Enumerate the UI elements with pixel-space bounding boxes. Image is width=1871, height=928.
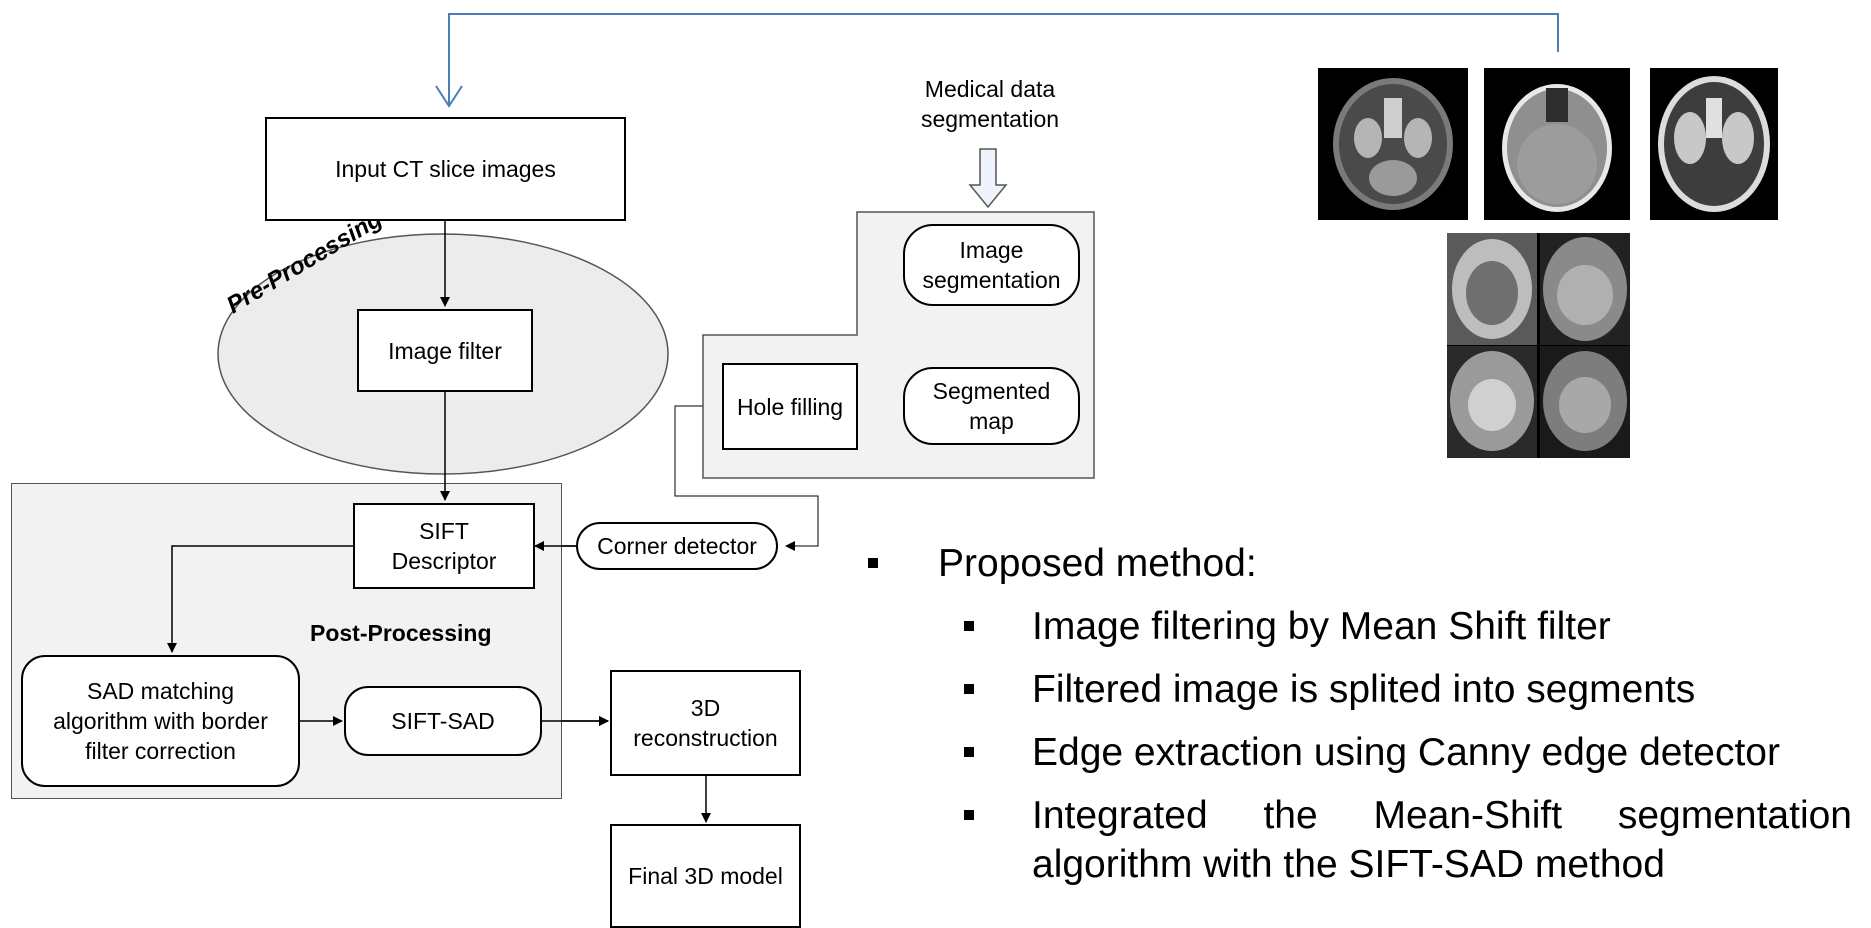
ct-image-1 — [1318, 68, 1468, 220]
image-filter-box: Image filter — [357, 309, 533, 392]
corner-detector-label: Corner detector — [597, 533, 757, 559]
feedback-arrow — [435, 13, 1559, 108]
image-segmentation-line2: segmentation — [922, 267, 1061, 293]
input-ct-box: Input CT slice images — [265, 117, 626, 221]
bullet-item-2-text: Filtered image is splited into segments — [1032, 668, 1696, 711]
hollow-down-arrow — [968, 148, 1008, 209]
bullet-square-icon — [964, 684, 974, 694]
bullet-item-3-text: Edge extraction using Canny edge detecto… — [1032, 731, 1780, 774]
sad-matching-box: SAD matching algorithm with border filte… — [21, 655, 300, 787]
image-segmentation-line1: Image — [959, 237, 1024, 263]
post-processing-label: Post-Processing — [310, 620, 492, 646]
sad-line2: algorithm with border — [53, 708, 268, 734]
segmented-map-box: Segmented map — [903, 367, 1080, 445]
bullet-item-4: Integrated the Mean-Shift segmentation a… — [868, 784, 1858, 894]
bullet-heading-row: Proposed method: — [868, 532, 1858, 595]
hole-filling-label: Hole filling — [736, 393, 844, 420]
medical-data-line1: Medical data — [924, 76, 1056, 102]
reconstruction-line1: 3D — [690, 695, 721, 721]
medical-data-label: Medical data segmentation — [880, 74, 1100, 134]
reconstruction-box: 3D reconstruction — [610, 670, 801, 776]
final-model-label: Final 3D model — [628, 863, 783, 889]
hole-filling-box: Hole filling — [722, 363, 858, 450]
sift-descriptor-line2: Descriptor — [391, 548, 497, 574]
image-filter-label: Image filter — [388, 337, 502, 364]
bullet-item-1-text: Image filtering by Mean Shift filter — [1032, 605, 1611, 648]
final-model-box: Final 3D model — [610, 824, 801, 928]
image-segmentation-box: Image segmentation — [903, 224, 1080, 306]
bullet-item-2: Filtered image is splited into segments — [868, 658, 1858, 721]
bullet-square-icon — [868, 558, 878, 568]
bullet-item-3: Edge extraction using Canny edge detecto… — [868, 721, 1858, 784]
medical-data-line2: segmentation — [920, 106, 1060, 132]
sift-descriptor-line1: SIFT — [419, 518, 469, 544]
segmented-map-line2: map — [969, 408, 1014, 434]
sift-sad-box: SIFT-SAD — [344, 686, 542, 756]
input-ct-label: Input CT slice images — [335, 156, 556, 182]
ct-image-4 — [1447, 233, 1630, 458]
bullet-item-4-line2: algorithm with the SIFT-SAD method — [1032, 843, 1665, 886]
bullet-item-4-line1: Integrated the Mean-Shift segmentation — [1032, 794, 1852, 837]
segmented-map-line1: Segmented — [932, 378, 1051, 404]
corner-detector-box: Corner detector — [576, 522, 778, 570]
bullet-square-icon — [964, 810, 974, 820]
sad-line3: filter correction — [85, 738, 236, 764]
sad-line1: SAD matching — [86, 678, 234, 704]
bullet-heading: Proposed method: — [938, 542, 1257, 585]
bullet-square-icon — [964, 621, 974, 631]
ct-image-3 — [1650, 68, 1778, 220]
proposed-method-list: Proposed method: Image filtering by Mean… — [868, 532, 1858, 894]
sift-sad-label: SIFT-SAD — [391, 708, 495, 734]
reconstruction-line2: reconstruction — [633, 725, 778, 751]
bullet-square-icon — [964, 747, 974, 757]
bullet-item-1: Image filtering by Mean Shift filter — [868, 595, 1858, 658]
ct-image-2 — [1484, 68, 1630, 220]
sift-descriptor-box: SIFT Descriptor — [353, 503, 535, 589]
